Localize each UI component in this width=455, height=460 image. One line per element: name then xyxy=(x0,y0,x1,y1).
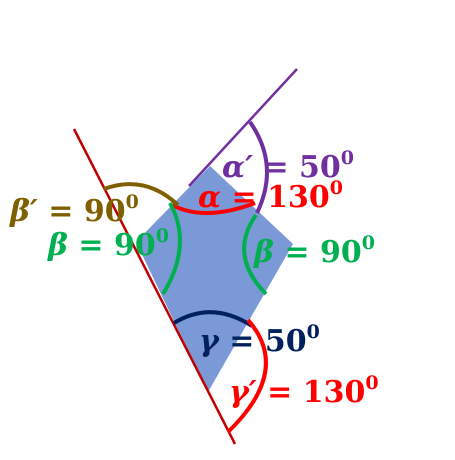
alpha-prime-arc xyxy=(248,120,269,214)
alpha-label: α = 1300 xyxy=(198,177,343,215)
gamma-label: γ = 500 xyxy=(199,321,320,359)
gamma-arc xyxy=(172,310,254,328)
beta-right-arc xyxy=(242,213,268,296)
alpha-arc xyxy=(171,201,256,215)
quadrilateral-shape xyxy=(136,166,293,392)
beta-left-label: β = 900 xyxy=(47,225,169,263)
gamma-prime-label: γ′ = 1300 xyxy=(229,372,379,410)
beta-left-arc xyxy=(161,202,182,296)
upper-extension-line xyxy=(188,68,298,187)
alpha-prime-label: α′ = 500 xyxy=(222,147,354,185)
gamma-prime-arc xyxy=(226,318,268,434)
left-transversal-line xyxy=(72,128,237,445)
beta-right-label: β = 900 xyxy=(253,232,375,270)
beta-prime-arc xyxy=(103,182,180,207)
beta-prime-label: β′ = 900 xyxy=(9,191,139,229)
